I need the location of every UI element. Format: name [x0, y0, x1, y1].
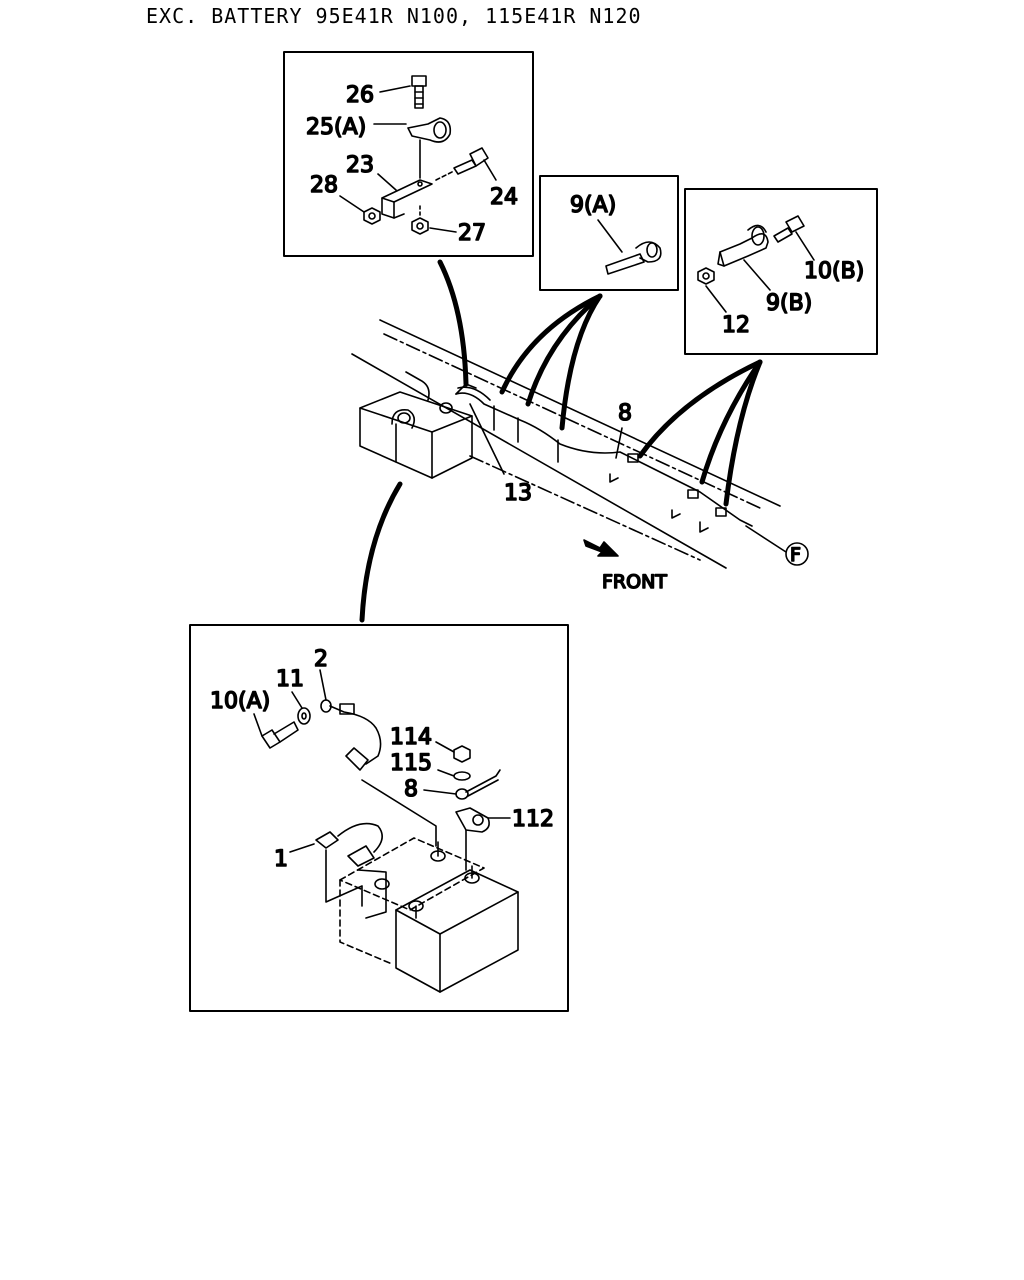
- label-28: 28: [310, 173, 338, 198]
- label-9b: 9(B): [766, 291, 812, 316]
- washer-11-icon: [297, 707, 311, 725]
- bolt-26-icon: [411, 75, 427, 109]
- bolt-24-icon: [435, 147, 489, 181]
- terminal-112-icon: [455, 807, 490, 871]
- front-arrow-icon: [583, 539, 619, 557]
- label-10b: 10(B): [804, 259, 864, 284]
- label-114: 114: [390, 725, 432, 750]
- batteries-icon: [325, 779, 519, 993]
- label-112: 112: [512, 807, 554, 832]
- reference-circle-f: [785, 542, 809, 566]
- washer-115-icon: [453, 771, 471, 781]
- label-1: 1: [274, 847, 288, 872]
- detail-box-bracket: 26 25(A) 23 28 24 27: [283, 51, 534, 257]
- label-24: 24: [490, 185, 518, 210]
- clip-9a-icon: [605, 241, 662, 275]
- cable-8-terminal-icon: [455, 769, 501, 800]
- detail-box-battery: 2 11 10(A) 114 115 8 112 1: [189, 624, 569, 1012]
- label-circle-f: F: [790, 544, 801, 566]
- label-13: 13: [504, 481, 532, 506]
- label-9a: 9(A): [570, 193, 616, 218]
- label-25a: 25(A): [306, 115, 366, 140]
- label-11: 11: [276, 667, 304, 692]
- clamp-25a-icon: [407, 117, 452, 143]
- nut-27-icon: [411, 205, 429, 235]
- label-115: 115: [390, 751, 432, 776]
- detail-box-clip-9a: 9(A): [539, 175, 679, 291]
- callout-strokes: [359, 259, 763, 623]
- cable-8-run-icon: [455, 383, 753, 533]
- connector-1-icon: [315, 822, 383, 867]
- bolt-10b-icon: [773, 215, 805, 243]
- nut-114-icon: [453, 745, 471, 763]
- label-2: 2: [314, 647, 328, 672]
- frame-main-view: F 8 13 FRONT: [351, 259, 809, 623]
- label-26: 26: [346, 83, 374, 108]
- battery-pack-icon: [359, 371, 473, 479]
- label-8-main: 8: [618, 401, 632, 426]
- nut-12-icon: [697, 267, 715, 285]
- bracket-23-icon: [381, 139, 433, 219]
- label-8-detail: 8: [404, 777, 418, 802]
- bolt-10a-icon: [261, 721, 299, 749]
- label-front: FRONT: [602, 571, 667, 593]
- label-10a: 10(A): [210, 689, 270, 714]
- page-title: EXC. BATTERY 95E41R N100, 115E41R N120: [146, 4, 642, 28]
- nut-28-icon: [363, 207, 381, 225]
- label-23: 23: [346, 153, 374, 178]
- clip-9b-icon: [717, 224, 769, 267]
- cable-2-icon: [320, 699, 382, 771]
- label-12: 12: [722, 313, 750, 338]
- label-27: 27: [458, 221, 486, 246]
- detail-box-clip-9b: 10(B) 9(B) 12: [684, 188, 878, 355]
